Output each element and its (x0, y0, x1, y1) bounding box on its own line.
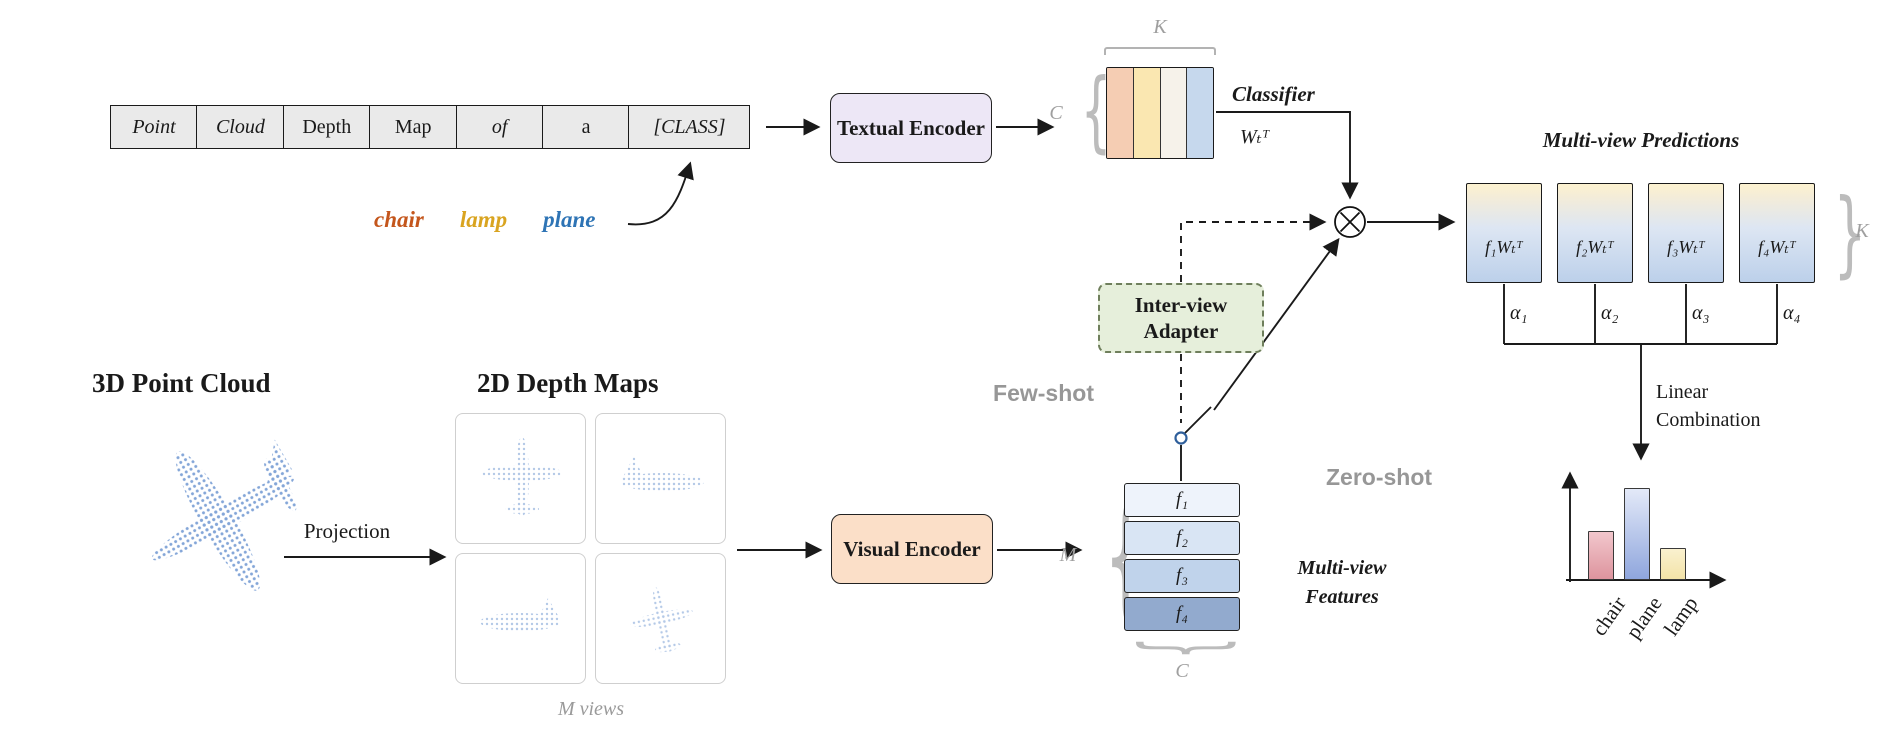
class-word-chair: chair (374, 207, 424, 232)
pointcloud-scatter (55, 398, 345, 638)
k-dimension-label: K (1153, 16, 1167, 38)
c-dimension-label: C (1049, 102, 1063, 124)
prompt-cell-cloud: Cloud (196, 105, 285, 149)
dashed-arrow-adapter-to-multiply (1180, 213, 1327, 282)
chart-bar-chair (1588, 531, 1614, 580)
alpha-1-label: α₁ (1510, 302, 1528, 324)
classifier-weight-bars (1106, 67, 1214, 159)
depthmaps-title: 2D Depth Maps (477, 368, 659, 398)
feature-row-1: f₁ (1124, 483, 1240, 517)
depth-map-panel-2 (595, 413, 726, 544)
prompt-cell-class-token: [CLASS] (628, 105, 751, 149)
zero-shot-label: Zero-shot (1326, 464, 1433, 490)
linear-combination-label: Linear Combination (1656, 381, 1761, 431)
prediction-box-3: f₃Wₜᵀ (1648, 183, 1724, 283)
visual-encoder-box: Visual Encoder (831, 514, 993, 584)
depth-plane-top-view-small (630, 586, 693, 654)
depth-plane-top-view (482, 437, 562, 517)
depth-map-panel-1 (455, 413, 586, 544)
class-word-lamp: lamp (459, 207, 508, 232)
k-brace-predictions: } (1833, 179, 1867, 288)
k-dimension-label-predictions: K (1855, 220, 1869, 242)
pointcloud-title: 3D Point Cloud (92, 368, 271, 398)
depth-map-grid (455, 413, 726, 684)
alpha-3-label: α₃ (1692, 302, 1710, 324)
weight-column-2 (1132, 68, 1160, 158)
prompt-cell-depth: Depth (282, 105, 371, 149)
arrow-classifier-to-multiply (1216, 111, 1359, 200)
feature-row-2: f₂ (1124, 521, 1240, 555)
depth-map-panel-3 (455, 553, 586, 684)
class-word-list: chair lamp plane (374, 207, 596, 233)
prediction-drop-lines (1503, 284, 1778, 344)
prediction-box-2: f₂Wₜᵀ (1557, 183, 1633, 283)
switch-lever (1184, 406, 1212, 434)
class-word-plane: plane (543, 207, 596, 232)
classifier-label: Classifier (1232, 82, 1315, 106)
m-dimension-label: M (1059, 544, 1077, 566)
pointcloud-plane-shape (151, 439, 297, 591)
prompt-cell-of: of (455, 105, 544, 149)
prompt-cell-point: Point (110, 105, 198, 149)
weight-column-3 (1159, 68, 1187, 158)
prediction-box-4: f₄Wₜᵀ (1739, 183, 1815, 283)
few-shot-label: Few-shot (993, 380, 1094, 406)
switch-pivot-icon (1174, 431, 1188, 445)
textual-encoder-box: Textual Encoder (830, 93, 992, 163)
depth-plane-side-view-left (480, 598, 560, 631)
alpha-4-label: α₄ (1783, 302, 1801, 324)
score-bar-chart (1560, 456, 1746, 580)
classifier-weights-symbol: Wₜᵀ (1240, 126, 1270, 148)
prompt-template-table: Point Cloud Depth Map of a [CLASS] (110, 105, 751, 149)
chart-bar-plane (1624, 488, 1650, 580)
predictions-title: Multi-view Predictions (1542, 128, 1740, 152)
k-bracket (1104, 47, 1216, 55)
feature-stack: f₁ f₂ f₃ f₄ (1124, 483, 1240, 631)
c-dimension-label-features: C (1175, 660, 1189, 682)
projection-label: Projection (303, 519, 391, 543)
feature-row-3: f₃ (1124, 559, 1240, 593)
inter-view-adapter-box: Inter-view Adapter (1098, 283, 1264, 353)
arrow-classes-to-class-token (627, 161, 694, 226)
depth-plane-side-view-right (620, 456, 704, 491)
depth-map-panel-4 (595, 553, 726, 684)
prediction-box-1: f₁Wₜᵀ (1466, 183, 1542, 283)
m-views-label: M views (557, 698, 625, 720)
weight-column-4 (1186, 68, 1213, 158)
weight-column-1 (1107, 68, 1133, 158)
multiview-features-caption: Multi-view Features (1297, 557, 1387, 608)
prompt-cell-a: a (542, 105, 631, 149)
alpha-2-label: α₂ (1601, 302, 1619, 324)
feature-row-4: f₄ (1124, 597, 1240, 631)
chart-bar-lamp (1660, 548, 1686, 580)
multiply-operator-icon (1334, 206, 1366, 238)
prompt-cell-map: Map (369, 105, 458, 149)
